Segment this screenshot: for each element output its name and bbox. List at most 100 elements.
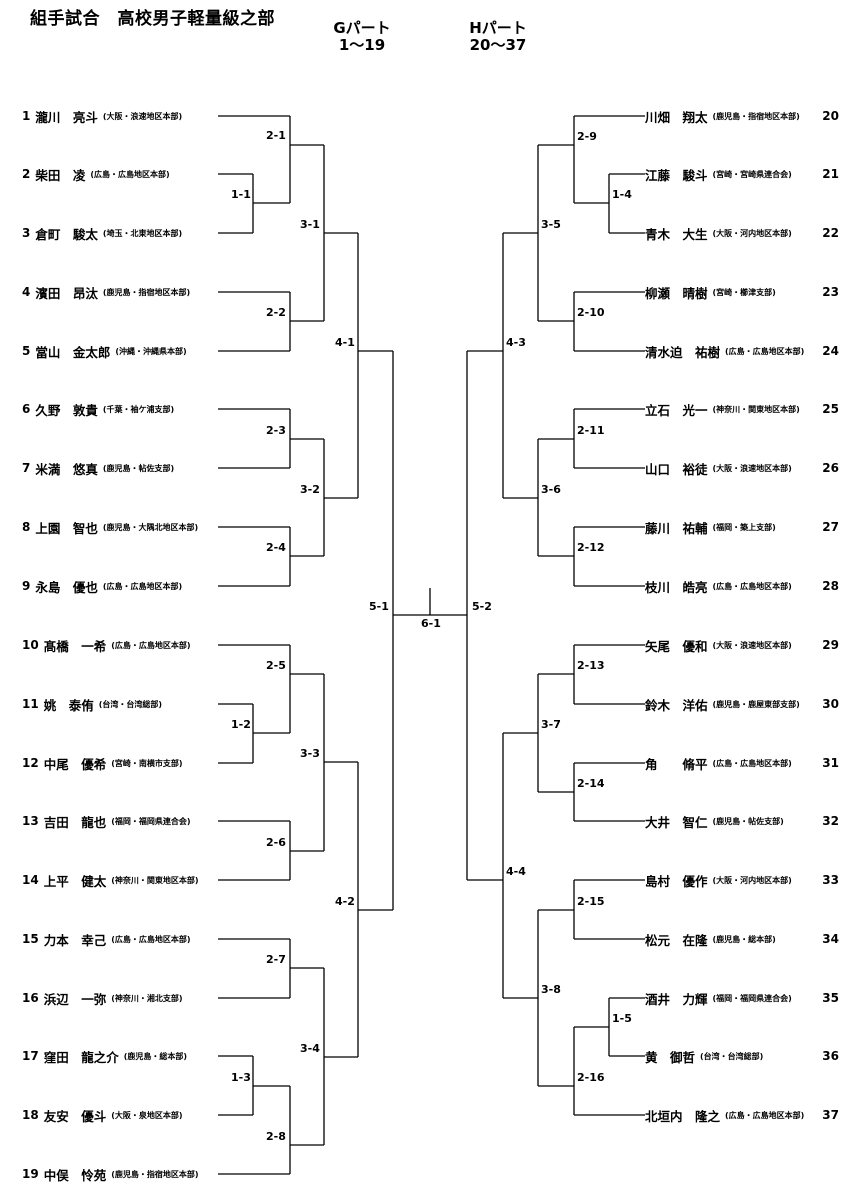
player-5: 5 當山 金太郎 (沖縄・沖縄県本部) <box>22 341 218 361</box>
player-affiliation: (大阪・河内地区本部) <box>712 875 792 885</box>
player-name: 大井 智仁 <box>645 814 708 830</box>
match-label-3-6: 3-6 <box>541 483 561 496</box>
player-name: 清水迫 祐樹 <box>645 344 721 360</box>
player-affiliation: (広島・広島地区本部) <box>111 640 191 650</box>
player-name: 瀧川 亮斗 <box>35 109 98 125</box>
player-affiliation: (宮崎・宮崎県連合会) <box>712 169 792 179</box>
player-name: 枝川 皓亮 <box>645 579 708 595</box>
player-number: 1 <box>22 109 31 123</box>
player-name: 窪田 龍之介 <box>43 1049 119 1065</box>
match-label-1-5: 1-5 <box>612 1012 632 1025</box>
player-name: 永島 優也 <box>35 579 98 595</box>
player-affiliation: (鹿児島・指宿地区本部) <box>712 111 800 121</box>
player-number: 30 <box>822 697 839 711</box>
player-name: 友安 優斗 <box>43 1108 107 1124</box>
player-24: 清水迫 祐樹(広島・広島地区本部)24 <box>645 341 843 361</box>
match-label-2-2: 2-2 <box>266 306 286 319</box>
player-affiliation: (鹿児島・大隅北地区本部) <box>102 522 199 532</box>
page-title: 組手試合 高校男子軽量級之部 <box>30 9 275 29</box>
player-number: 5 <box>22 344 31 358</box>
player-number: 35 <box>822 991 839 1005</box>
match-label-3-8: 3-8 <box>541 983 561 996</box>
player-name: 中俣 怜苑 <box>43 1167 107 1183</box>
match-label-3-2: 3-2 <box>300 483 320 496</box>
player-number: 14 <box>22 873 39 887</box>
player-number: 23 <box>822 285 839 299</box>
match-label-1-3: 1-3 <box>231 1071 251 1084</box>
match-label-3-7: 3-7 <box>541 718 561 731</box>
player-name: 角 脩平 <box>645 756 708 772</box>
match-label-2-3: 2-3 <box>266 424 286 437</box>
player-number: 4 <box>22 285 31 299</box>
match-label-3-5: 3-5 <box>541 218 561 231</box>
player-25: 立石 光一(神奈川・関東地区本部)25 <box>645 399 843 419</box>
match-label-3-3: 3-3 <box>300 747 320 760</box>
player-name: 當山 金太郎 <box>35 344 111 360</box>
player-31: 角 脩平(広島・広島地区本部)31 <box>645 753 843 773</box>
player-name: 中尾 優希 <box>43 756 107 772</box>
player-affiliation: (宮崎・南横市支部) <box>111 758 183 768</box>
match-label-1-2: 1-2 <box>231 718 251 731</box>
player-27: 藤川 祐輔(福岡・築上支部)27 <box>645 517 843 537</box>
player-affiliation: (鹿児島・総本部) <box>712 934 776 944</box>
match-label-2-5: 2-5 <box>266 659 286 672</box>
player-affiliation: (広島・広島地区本部) <box>90 169 170 179</box>
player-name: 姚 泰侑 <box>43 697 94 713</box>
player-20: 川畑 翔太(鹿児島・指宿地区本部)20 <box>645 106 843 126</box>
player-affiliation: (鹿児島・帖佐支部) <box>102 463 175 473</box>
player-number: 27 <box>822 520 839 534</box>
player-number: 16 <box>22 991 39 1005</box>
match-label-2-1: 2-1 <box>266 129 286 142</box>
player-affiliation: (神奈川・関東地区本部) <box>712 404 800 414</box>
player-affiliation: (鹿児島・指宿地区本部) <box>102 287 191 297</box>
player-name: 矢尾 優和 <box>645 638 708 654</box>
player-number: 17 <box>22 1049 39 1063</box>
match-label-5-2: 5-2 <box>472 600 492 613</box>
player-32: 大井 智仁(鹿児島・帖佐支部)32 <box>645 811 843 831</box>
player-affiliation: (沖縄・沖縄県本部) <box>115 346 187 356</box>
match-label-2-11: 2-11 <box>577 424 605 437</box>
player-affiliation: (神奈川・関東地区本部) <box>111 875 199 885</box>
player-21: 江藤 駿斗(宮崎・宮崎県連合会)21 <box>645 164 843 184</box>
player-number: 29 <box>822 638 839 652</box>
part-h-range: 20～37 <box>469 36 527 54</box>
player-28: 枝川 皓亮(広島・広島地区本部)28 <box>645 576 843 596</box>
player-number: 36 <box>822 1049 839 1063</box>
part-h-name: Hパート <box>469 19 527 37</box>
player-35: 酒井 力輝(福岡・福岡県連合会)35 <box>645 988 843 1008</box>
match-label-2-15: 2-15 <box>577 895 605 908</box>
match-label-2-8: 2-8 <box>266 1130 286 1143</box>
player-affiliation: (台湾・台湾総部) <box>98 699 163 709</box>
match-label-5-1: 5-1 <box>369 600 389 613</box>
player-number: 37 <box>822 1108 839 1122</box>
player-name: 島村 優作 <box>645 873 708 889</box>
part-g-range: 1～19 <box>338 36 386 54</box>
player-name: 浜辺 一弥 <box>43 991 107 1007</box>
player-number: 20 <box>822 109 839 123</box>
player-affiliation: (広島・広島地区本部) <box>102 581 183 591</box>
player-number: 32 <box>822 814 839 828</box>
player-name: 山口 裕徒 <box>645 461 708 477</box>
player-name: 髙橋 一希 <box>43 638 107 654</box>
player-34: 松元 在隆(鹿児島・総本部)34 <box>645 929 843 949</box>
player-number: 18 <box>22 1108 39 1122</box>
player-number: 8 <box>22 520 31 534</box>
player-number: 15 <box>22 932 39 946</box>
player-name: 倉町 駿太 <box>35 226 98 242</box>
player-29: 矢尾 優和(大阪・浪速地区本部)29 <box>645 635 843 655</box>
player-number: 25 <box>822 402 839 416</box>
player-name: 久野 敦貴 <box>35 402 98 418</box>
match-label-4-2: 4-2 <box>335 895 355 908</box>
match-label-2-16: 2-16 <box>577 1071 605 1084</box>
